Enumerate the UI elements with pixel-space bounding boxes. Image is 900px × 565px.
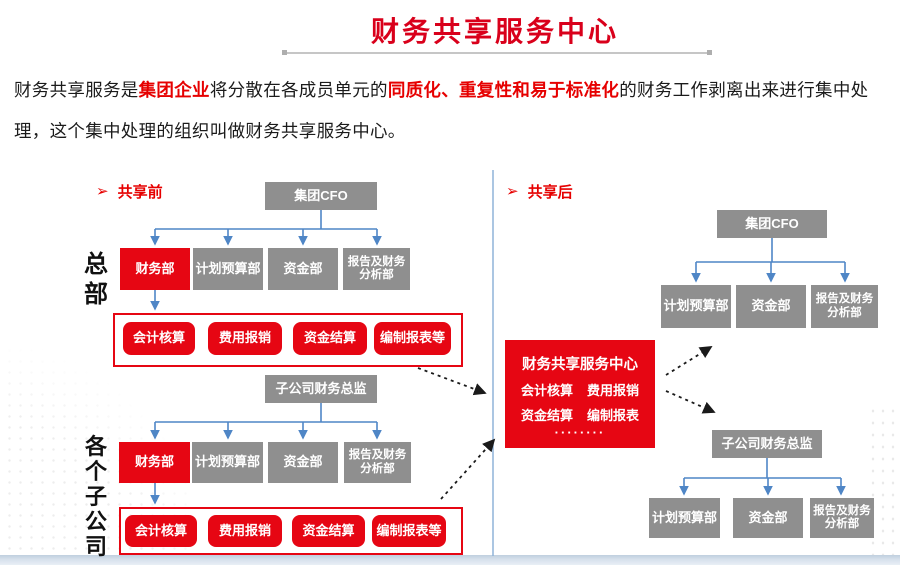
org-box-planning-budget: 计划预算部 xyxy=(649,498,720,538)
org-box-report-analysis: 报告及财务分析部 xyxy=(811,285,878,328)
shared-center-title: 财务共享服务中心 xyxy=(522,356,638,373)
dotted-texture-right xyxy=(868,405,900,565)
org-box-report-analysis: 报告及财务分析部 xyxy=(810,498,874,538)
org-box-finance-dept: 财务部 xyxy=(120,248,190,290)
org-box-subsidiary-cfo: 子公司财务总监 xyxy=(265,375,377,403)
page-title: 财务共享服务中心 xyxy=(370,17,619,48)
chevron-icon: ➢ xyxy=(96,183,109,200)
org-box-treasury: 资金部 xyxy=(736,285,806,328)
headquarters-label: 总部 xyxy=(84,252,108,308)
tasks-outline xyxy=(113,313,463,367)
title-divider xyxy=(282,50,712,55)
subsidiaries-label: 各个子公司 xyxy=(84,434,107,559)
task-expense: 费用报销 xyxy=(208,515,282,547)
org-box-treasury: 资金部 xyxy=(733,498,803,538)
org-box-group-cfo: 集团CFO xyxy=(717,210,827,238)
intro-text: 的财务工作剥离出来进行集中处理，这个集中处理的组织叫做财务共享服务中心。 xyxy=(14,80,869,141)
intro-paragraph: 财务共享服务是集团企业将分散在各成员单元的同质化、重复性和易于标准化的财务工作剥… xyxy=(14,70,898,152)
shared-task-expense: 费用报销 xyxy=(587,382,640,398)
task-reporting: 编制报表等 xyxy=(372,515,446,547)
org-box-subsidiary-cfo: 子公司财务总监 xyxy=(712,430,822,458)
task-settlement: 资金结算 xyxy=(292,515,365,547)
before-sharing-label: ➢ 共享前 xyxy=(96,181,163,202)
task-reporting: 编制报表等 xyxy=(374,322,451,355)
intro-text: 将分散在各成员单元的 xyxy=(209,80,388,100)
org-box-treasury: 资金部 xyxy=(268,248,338,290)
org-box-planning-budget: 计划预算部 xyxy=(661,285,731,328)
task-accounting: 会计核算 xyxy=(125,515,197,547)
org-box-group-cfo: 集团CFO xyxy=(265,182,377,210)
shared-service-center-box: 财务共享服务中心 会计核算 费用报销 资金结算 编制报表 ········ xyxy=(505,340,655,448)
tasks-outline xyxy=(119,507,463,555)
slide-bottom-bar xyxy=(0,555,900,565)
task-settlement: 资金结算 xyxy=(293,322,367,355)
after-sharing-text: 共享后 xyxy=(527,184,573,201)
divider-endpoint xyxy=(282,50,287,55)
org-box-report-analysis: 报告及财务分析部 xyxy=(343,248,410,290)
intro-highlight: 集团企业 xyxy=(138,80,210,100)
shared-task-reporting: 编制报表 xyxy=(587,407,640,423)
org-box-planning-budget: 计划预算部 xyxy=(192,442,263,483)
org-box-treasury: 资金部 xyxy=(268,442,338,483)
intro-highlight: 同质化、重复性和易于标准化 xyxy=(387,80,620,100)
chevron-icon: ➢ xyxy=(506,183,519,200)
task-accounting: 会计核算 xyxy=(123,322,195,355)
task-expense: 费用报销 xyxy=(208,322,282,355)
ellipsis-dots: ········ xyxy=(554,424,606,440)
org-box-report-analysis: 报告及财务分析部 xyxy=(344,442,411,483)
after-sharing-label: ➢ 共享后 xyxy=(506,181,573,202)
shared-task-settlement: 资金结算 xyxy=(520,407,573,423)
intro-text: 财务共享服务是 xyxy=(14,80,139,100)
org-box-planning-budget: 计划预算部 xyxy=(193,248,263,290)
org-box-finance-dept: 财务部 xyxy=(119,442,190,483)
before-sharing-text: 共享前 xyxy=(117,184,163,201)
divider-endpoint xyxy=(707,50,712,55)
shared-task-accounting: 会计核算 xyxy=(520,382,573,398)
